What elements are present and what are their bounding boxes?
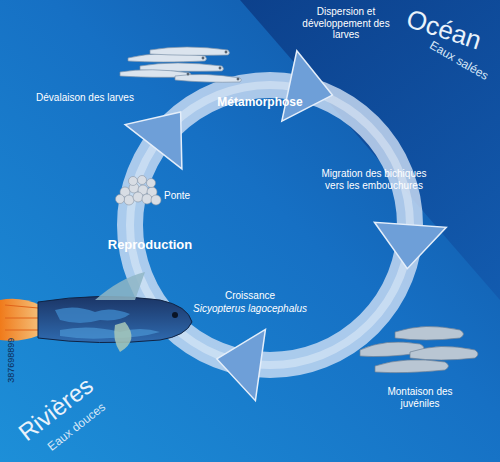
stage-label: Dispersion et développement des larves [290, 6, 402, 41]
adult-fish [0, 272, 192, 352]
stage-label: Montaison des juvéniles [375, 386, 465, 409]
stage-label: Migration des bichiques vers les embouch… [318, 168, 430, 191]
phase-label: Métamorphose [205, 96, 315, 110]
juveniles [360, 326, 478, 372]
stage-label: Ponte [164, 190, 204, 202]
egg-cluster [116, 176, 162, 206]
arrow-head [212, 323, 266, 400]
species-name: Sicyopterus lagocephalus [175, 303, 325, 315]
arrow-head [371, 222, 446, 271]
stage-label: Croissance [195, 290, 305, 302]
phase-label: Reproduction [95, 238, 205, 253]
watermark-number: 387698899 [6, 325, 16, 395]
arrow-head [282, 51, 340, 131]
larvae [120, 47, 242, 82]
arrow-head [125, 90, 209, 169]
ring-arrowheads [125, 51, 446, 401]
stage-label: Dévalaison des larves [30, 92, 140, 104]
